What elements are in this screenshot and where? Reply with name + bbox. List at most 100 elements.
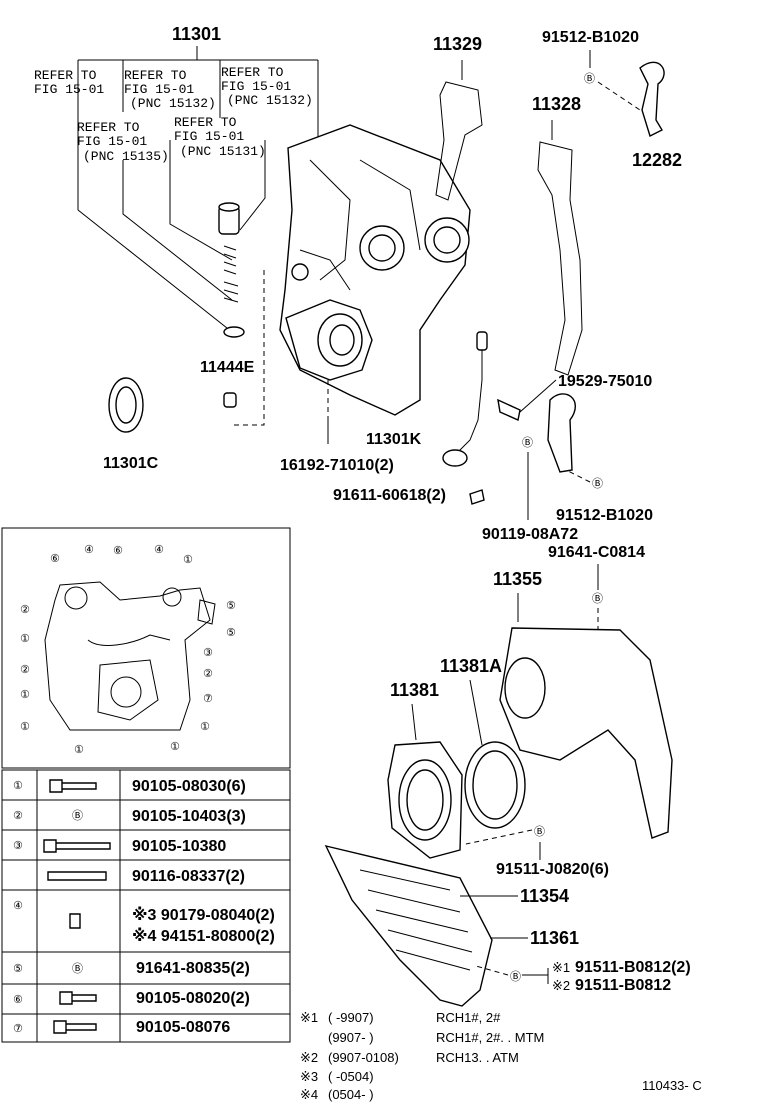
table-part-90105-08030: 90105-08030(6) [132,778,246,795]
refer-label-3-line3: (PNC 15132) [227,93,313,108]
callout-bracket-11301 [77,46,319,210]
table-part-90105-08020: 90105-08020(2) [136,990,250,1007]
engine-hanger-bottom [547,393,576,473]
part-11301K-label: 11301K [366,431,422,448]
refer-label-2-line1: REFER TO [124,68,187,83]
table-no-4: ④ [13,900,23,912]
part-91511-B1-label: 91511-B0812(2) [575,959,691,976]
oil-seal-11301C [108,377,144,433]
part-12282-label: 12282 [632,150,682,170]
bolt-marker-91641: Ⓑ [592,592,603,605]
note-mark-x1-91511: ※1 [552,960,570,975]
table-no-2: ② [13,810,23,822]
table-icon-bolt-5: Ⓑ [72,962,83,975]
bushing-11444E [223,392,237,408]
inset-marker-6a: ⑥ [50,553,60,565]
part-91512-top-label: 91512-B1020 [542,29,639,46]
part-90119-label: 90119-08A72 [482,526,578,543]
bracket-19529 [497,398,521,421]
part-91511-J-label: 91511-J0820(6) [496,861,609,878]
refer-label-2-line3: (PNC 15132) [130,96,216,111]
footnote-4-mark: ※4 [300,1087,318,1102]
part-91511-B2-label: 91511-B0812 [575,977,671,994]
inset-marker-2b: ② [20,664,30,676]
inset-marker-1b: ① [20,633,30,645]
part-11301C-label: 11301C [103,455,159,472]
inset-marker-7: ⑦ [203,693,213,705]
table-part-90105-08076: 90105-08076 [136,1019,230,1036]
part-19529-label: 19529-75010 [558,373,652,390]
refer-label-1-line2: FIG 15-01 [34,82,104,97]
bolt-marker-91512-top: Ⓑ [584,72,595,85]
part-11329-label: 11329 [433,34,482,54]
refer-label-3-line2: FIG 15-01 [221,79,291,94]
engine-hanger-12282 [639,61,665,137]
part-91611-label: 91611-60618(2) [333,487,446,504]
table-part-90116-08337: 90116-08337(2) [132,868,245,885]
inset-marker-1a: ① [183,554,193,566]
figure-id: 110433- C [642,1078,702,1093]
refer-label-3-line1: REFER TO [221,65,284,80]
footnote-4-range: (0504- ) [328,1087,374,1102]
inset-marker-1f: ① [74,744,84,756]
footnote-1-range: ( -9907) [328,1010,374,1025]
table-no-3: ③ [13,840,23,852]
timing-cover-housing [279,124,471,416]
footnote-1-mark: ※1 [300,1010,318,1025]
bolt-table [1,769,291,1043]
part-91512-bottom-label: 91512-B1020 [556,507,653,524]
inset-cover-outline [44,581,216,731]
table-no-1: ① [13,780,23,792]
table-no-7: ⑦ [13,1023,23,1035]
part-11381A-label: 11381A [440,656,502,676]
oil-pan-baffle-11361 [324,844,493,1007]
inset-marker-5a: ⑤ [226,600,236,612]
bolt-location-inset [1,527,291,769]
inset-marker-2c: ② [203,668,213,680]
footnote-1b-range: (9907- ) [328,1030,374,1045]
footnote-2-mark: ※2 [300,1050,318,1065]
oil-seal-retainer-11381 [387,741,463,859]
part-11328-label: 11328 [532,94,581,114]
footnote-3-mark: ※3 [300,1069,318,1084]
refer-label-5-line3: (PNC 15131) [180,144,266,159]
inset-marker-1g: ① [170,741,180,753]
part-11355-label: 11355 [493,569,542,589]
refer-label-5-line1: REFER TO [174,115,237,130]
part-11361-label: 11361 [530,928,579,948]
bolt-table-icons: Ⓑ Ⓑ [43,779,111,1034]
refer-label-5-line2: FIG 15-01 [174,129,244,144]
footnote-2-text: RCH13. . ATM [436,1050,519,1065]
inset-marker-4a: ④ [84,544,94,556]
refer-label-1-line1: REFER TO [34,68,97,83]
relief-valve-parts [218,202,245,338]
part-11381-label: 11381 [390,680,439,700]
bolt-marker-91511-J: Ⓑ [534,825,545,838]
refer-label-4-line3: (PNC 15135) [83,149,169,164]
table-part-90105-10403: 90105-10403(3) [132,808,246,825]
inset-marker-4b: ④ [154,544,164,556]
inset-marker-6b: ⑥ [113,545,123,557]
gasket-11328 [537,141,583,376]
table-part-90105-10380: 90105-10380 [132,838,226,855]
inset-marker-2a: ② [20,604,30,616]
part-11444E-label: 11444E [200,359,255,376]
refer-label-4-line1: REFER TO [77,120,140,135]
refer-leader-lines [77,112,319,333]
footnote-1-text: RCH1#, 2# [436,1010,501,1025]
part-91641-label: 91641-C0814 [548,544,645,561]
table-part-90179-08040: ※3 90179-08040(2) [132,906,275,924]
footnote-3-range: ( -0504) [328,1069,374,1084]
table-no-5: ⑤ [13,963,23,975]
table-icon-flange-nut: Ⓑ [72,809,83,822]
bolt-marker-90119: Ⓑ [522,436,533,449]
bolt-marker-91511-B: Ⓑ [510,970,521,983]
inset-marker-1c: ① [20,689,30,701]
inset-marker-1e: ① [200,721,210,733]
part-11354-label: 11354 [520,886,569,906]
inset-marker-5b: ⑤ [226,627,236,639]
note-mark-x2-91511: ※2 [552,978,570,993]
inset-marker-1d: ① [20,721,30,733]
leader-11444E [230,270,265,426]
refer-label-4-line2: FIG 15-01 [77,134,147,149]
